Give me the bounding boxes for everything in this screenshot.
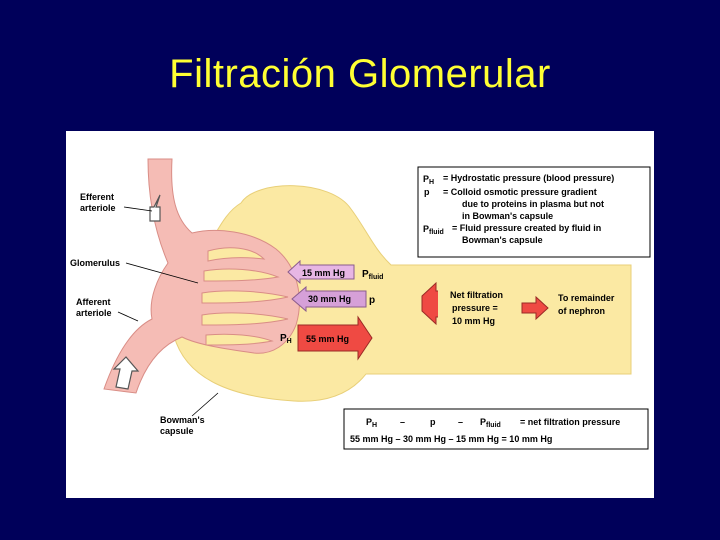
legend-ph-symbol: PH (423, 174, 434, 186)
afferent-label-line2: arteriole (76, 308, 112, 318)
to-remainder-line2: of nephron (558, 306, 605, 316)
to-remainder-arrow (521, 295, 549, 321)
legend-pfluid-definition-1: = Fluid pressure created by fluid in (452, 223, 601, 233)
afferent-flow-arrow-icon (112, 356, 140, 390)
bowmans-label-line2: capsule (160, 426, 194, 436)
net-filtration-line1: Net filtration (450, 290, 503, 300)
glomerulus-leader (125, 262, 199, 284)
equation-pfluid: Pfluid (480, 417, 501, 429)
equation-minus-1: – (400, 417, 405, 427)
capillary-loop-4 (201, 312, 289, 326)
afferent-leader (117, 311, 139, 322)
bowmans-label-line1: Bowman's (160, 415, 205, 425)
capillary-loop-3 (201, 290, 289, 304)
equation-ph: PH (366, 417, 377, 429)
ph-value: 55 mm Hg (306, 334, 349, 344)
pfluid-arrow (287, 259, 355, 285)
capillary-loop-1 (207, 247, 266, 262)
to-remainder-line1: To remainder (558, 293, 615, 303)
net-filtration-line2: pressure = (452, 303, 498, 313)
slide-title: Filtración Glomerular (169, 52, 551, 96)
ph-arrow (297, 315, 373, 361)
glomerular-filtration-diagram: 15 mm Hg 30 mm Hg 55 mm Hg Pfluid p PH N… (70, 158, 651, 450)
legend-p-symbol: p (424, 187, 430, 197)
colloid-value: 30 mm Hg (308, 294, 351, 304)
afferent-label-line1: Afferent (76, 297, 111, 307)
pfluid-value: 15 mm Hg (302, 268, 345, 278)
colloid-symbol: p (369, 295, 375, 306)
bowmans-leader (191, 392, 219, 417)
legend-pfluid-definition-2: Bowman's capsule (462, 235, 543, 245)
legend-p-definition-1: = Colloid osmotic pressure gradient (443, 187, 597, 197)
legend-pfluid-symbol: Pfluid (423, 224, 444, 236)
ph-symbol: PH (280, 333, 292, 345)
efferent-leader (123, 206, 153, 212)
capillary-loop-2 (203, 268, 280, 282)
equation-box (343, 408, 649, 450)
efferent-label-line1: Efferent (80, 192, 114, 202)
equation-result: = net filtration pressure (520, 417, 620, 427)
equation-minus-2: – (458, 417, 463, 427)
efferent-flow-arrow-icon (149, 194, 161, 222)
capillary-loop-5 (205, 333, 274, 346)
pfluid-symbol: Pfluid (362, 269, 383, 281)
net-filtration-box (438, 285, 520, 325)
efferent-label-line2: arteriole (80, 203, 116, 213)
diagram-panel: 15 mm Hg 30 mm Hg 55 mm Hg Pfluid p PH N… (66, 131, 654, 498)
legend-p-definition-2: due to proteins in plasma but not (462, 199, 604, 209)
legend-ph-definition: = Hydrostatic pressure (blood pressure) (443, 173, 614, 183)
legend-p-definition-3: in Bowman's capsule (462, 211, 553, 221)
glomerulus-label: Glomerulus (70, 258, 120, 268)
colloid-arrow (291, 285, 367, 313)
glomerulus-vessels (103, 158, 300, 394)
equation-numeric: 55 mm Hg – 30 mm Hg – 15 mm Hg = 10 mm H… (350, 434, 552, 444)
net-filtration-line3: 10 mm Hg (452, 316, 495, 326)
legend-box (417, 166, 651, 258)
equation-p: p (430, 417, 436, 427)
